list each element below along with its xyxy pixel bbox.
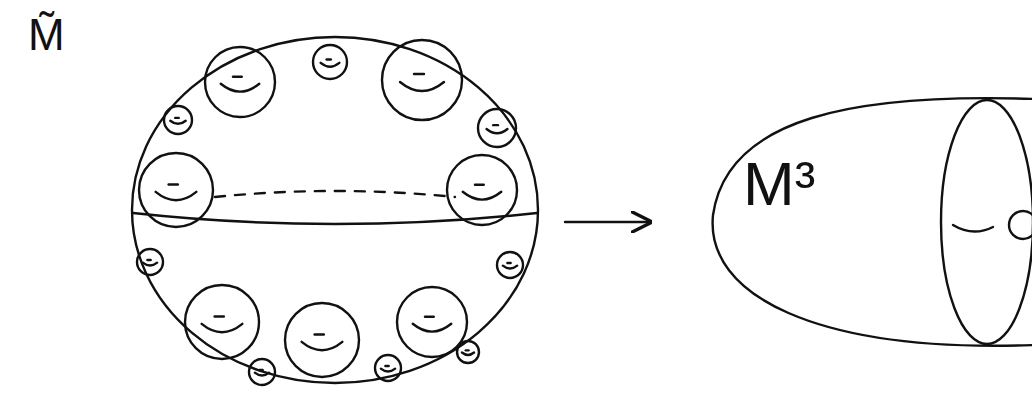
sphere-equator — [255, 373, 269, 376]
sphere-mark — [493, 124, 498, 126]
boundary-sphere — [497, 252, 523, 278]
boundary-section — [941, 100, 1032, 344]
sphere-equator — [400, 82, 444, 91]
sphere-equator — [462, 353, 474, 355]
sphere-mark — [147, 259, 150, 261]
sphere-equator — [413, 324, 452, 332]
math-label: M³ — [743, 153, 815, 215]
sphere-mark — [466, 349, 469, 351]
boundary-sphere — [447, 155, 517, 225]
sphere-outline — [132, 37, 538, 383]
strokes — [132, 37, 538, 385]
boundary-sphere — [382, 40, 462, 120]
boundary-sphere — [397, 287, 467, 357]
boundary-sphere — [164, 106, 192, 134]
outline — [705, 95, 1032, 350]
sphere-mark — [507, 262, 510, 264]
sphere-mark — [385, 365, 388, 367]
boundary-sphere — [313, 45, 347, 79]
sphere-mark — [425, 316, 434, 318]
equator-back — [215, 191, 455, 197]
sphere-equator — [221, 84, 260, 92]
sphere-mark — [233, 76, 242, 78]
sphere-mark — [215, 315, 224, 317]
sphere-equator — [381, 369, 395, 372]
outline — [130, 35, 540, 385]
boundary-sphere — [137, 249, 163, 275]
sphere-mark — [414, 73, 424, 75]
manifold-figure: M³ — [705, 95, 1032, 350]
sphere-equator — [170, 121, 185, 124]
sphere-mark — [327, 58, 331, 60]
section-mark — [953, 225, 993, 232]
sphere-equator — [487, 129, 508, 133]
boundary-sphere — [285, 303, 359, 377]
boundary-sphere — [478, 109, 516, 147]
sphere-equator — [143, 263, 157, 266]
sphere-mark — [259, 369, 262, 371]
sphere-figure: M̃ — [130, 35, 540, 385]
sphere-mark — [315, 333, 324, 335]
sphere-equator — [302, 342, 343, 350]
sphere-mark — [475, 184, 484, 186]
boundary-sphere — [205, 47, 275, 117]
sphere-equator — [463, 192, 502, 200]
boundary-sphere — [375, 355, 401, 381]
boundary-sphere — [139, 153, 213, 227]
manifold-outline — [713, 98, 1032, 346]
sphere-equator — [321, 63, 340, 67]
strokes — [713, 98, 1032, 346]
boundary-sphere — [249, 359, 275, 385]
math-label: M̃ — [28, 13, 65, 57]
sphere-equator — [202, 324, 243, 332]
sphere-equator — [503, 266, 517, 269]
boundary-sphere — [185, 285, 259, 359]
sphere-equator — [156, 192, 197, 200]
section-mark — [1009, 211, 1032, 239]
boundary-sphere — [457, 341, 479, 363]
map-arrow — [565, 221, 650, 223]
sphere-mark — [175, 117, 179, 119]
sphere-mark — [169, 183, 178, 185]
